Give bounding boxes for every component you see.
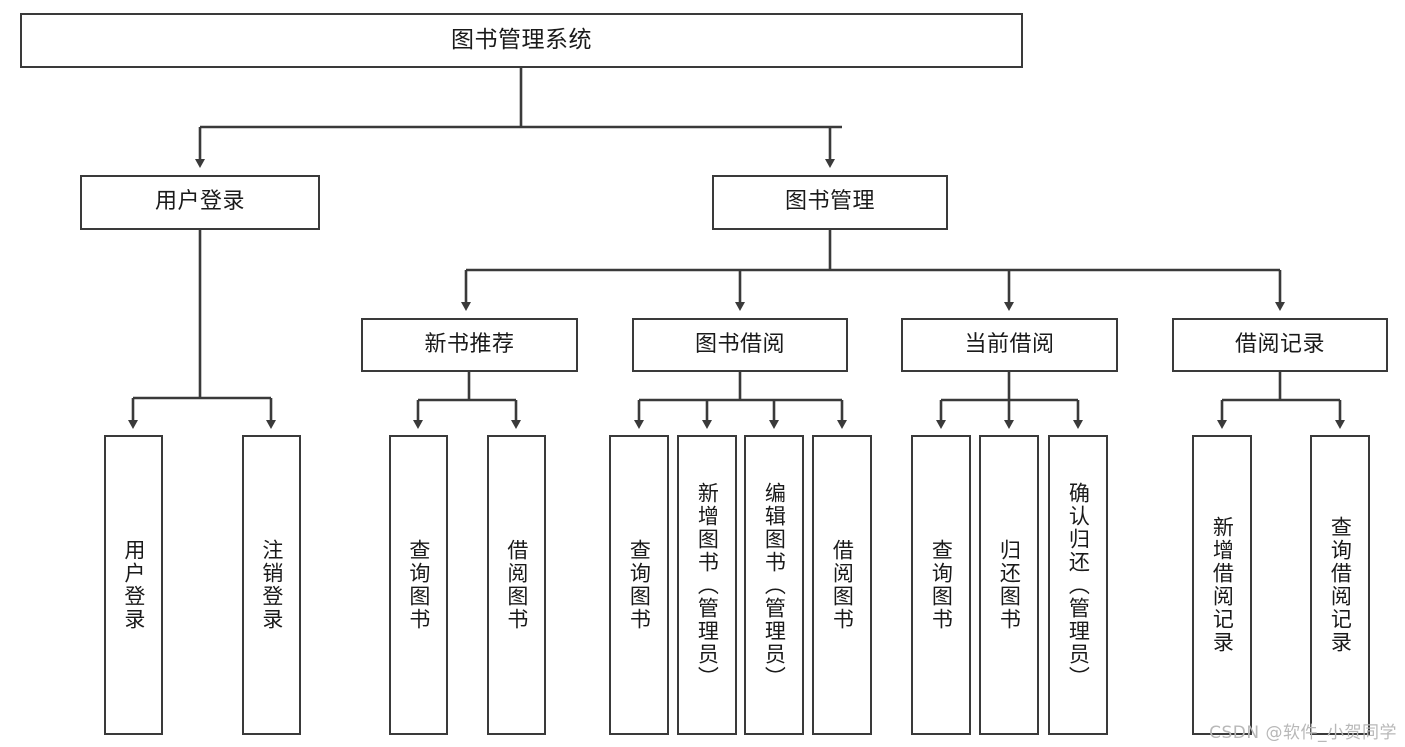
node-label: 查询借阅记录 [1328,516,1353,654]
node-label: 借阅图书 [504,539,529,631]
node-label: 用户登录 [121,539,146,631]
node-label: 查询图书 [627,539,652,631]
watermark-text: CSDN @软件_小贺同学 [1209,723,1397,743]
node-root-book-management-system[interactable]: 图书管理系统 [20,13,1023,68]
node-book-management[interactable]: 图书管理 [712,175,948,230]
leaf-user-login-login[interactable]: 用户登录 [104,435,163,735]
node-label: 图书管理系统 [451,26,592,53]
node-label: 当前借阅 [964,331,1055,357]
node-borrowing-record[interactable]: 借阅记录 [1172,318,1388,372]
node-label: 借阅图书 [830,539,855,631]
node-label: 用户登录 [154,189,245,215]
node-label: 新增图书（管理员） [695,481,720,689]
leaf-user-login-logout[interactable]: 注销登录 [242,435,301,735]
node-label: 归还图书 [997,539,1022,631]
node-book-borrowing[interactable]: 图书借阅 [632,318,848,372]
leaf-current-query-book[interactable]: 查询图书 [911,435,971,735]
node-label: 新增借阅记录 [1210,516,1235,654]
leaf-borrow-edit-book-admin[interactable]: 编辑图书（管理员） [744,435,804,735]
node-user-login[interactable]: 用户登录 [80,175,320,230]
node-label: 图书管理 [784,189,875,215]
leaf-borrow-query-book[interactable]: 查询图书 [609,435,669,735]
node-label: 编辑图书（管理员） [762,481,787,689]
leaf-new-book-query-book[interactable]: 查询图书 [389,435,448,735]
node-label: 图书借阅 [694,331,785,357]
leaf-record-add-record[interactable]: 新增借阅记录 [1192,435,1252,735]
leaf-current-return-book[interactable]: 归还图书 [979,435,1039,735]
leaf-borrow-borrow-book[interactable]: 借阅图书 [812,435,872,735]
node-current-borrowing[interactable]: 当前借阅 [901,318,1118,372]
node-label: 借阅记录 [1234,331,1325,357]
node-label: 新书推荐 [424,331,515,357]
leaf-current-confirm-return-admin[interactable]: 确认归还（管理员） [1048,435,1108,735]
node-new-book-recommendation[interactable]: 新书推荐 [361,318,578,372]
leaf-new-book-borrow-book[interactable]: 借阅图书 [487,435,546,735]
node-label: 查询图书 [406,539,431,631]
node-label: 查询图书 [929,539,954,631]
node-label: 确认归还（管理员） [1066,481,1091,689]
leaf-borrow-add-book-admin[interactable]: 新增图书（管理员） [677,435,737,735]
node-label: 注销登录 [259,539,284,631]
leaf-record-query-record[interactable]: 查询借阅记录 [1310,435,1370,735]
